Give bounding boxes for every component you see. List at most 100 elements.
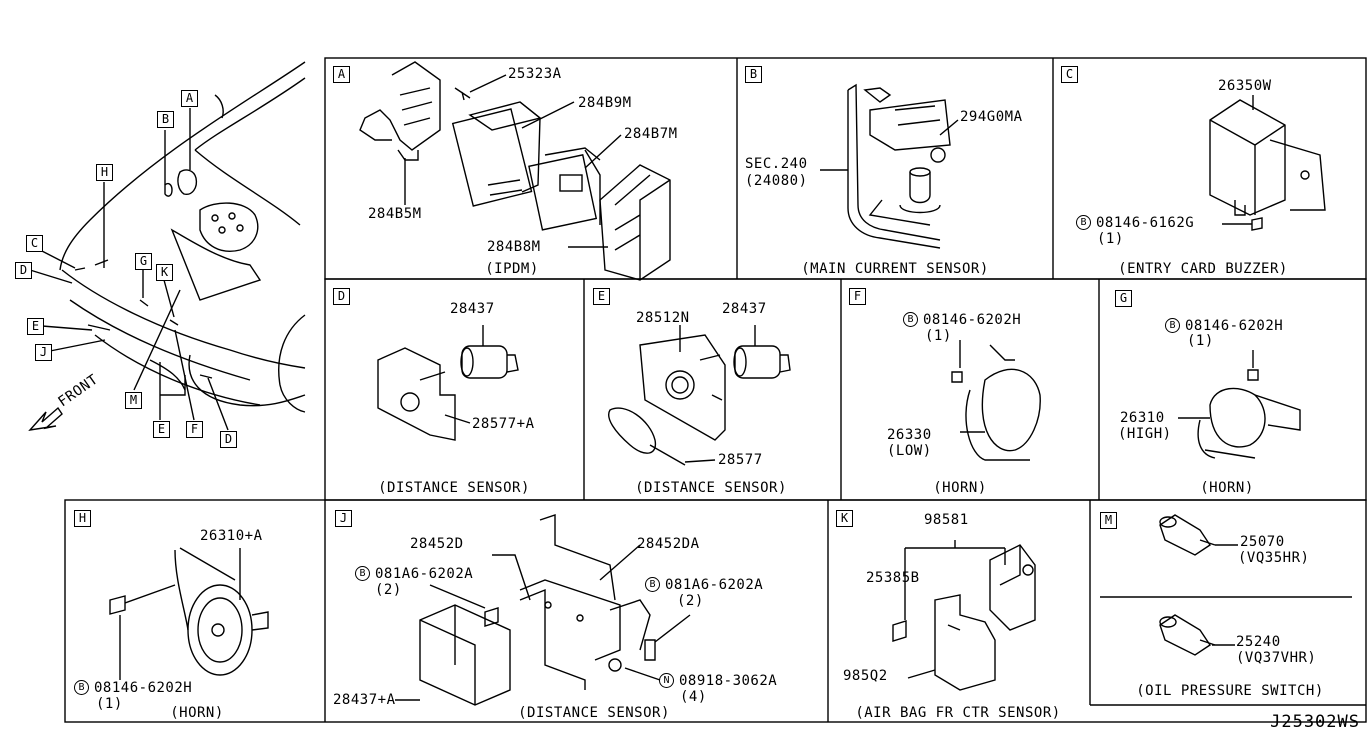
part-number[interactable]: 28577: [718, 452, 763, 468]
engine-variant: (VQ37VHR): [1236, 650, 1317, 666]
part-number[interactable]: 28437: [722, 301, 767, 317]
part-number[interactable]: 294G0MA: [960, 109, 1023, 125]
bolt-mark-icon: B: [355, 566, 370, 581]
part-number[interactable]: 28577+A: [472, 416, 535, 432]
section-reference[interactable]: SEC.240: [745, 156, 808, 172]
part-number[interactable]: 25070: [1240, 534, 1285, 550]
panel-borders: [64, 57, 1367, 723]
part-number[interactable]: 08918-3062A: [679, 673, 778, 689]
part-number[interactable]: 26330: [887, 427, 932, 443]
part-number[interactable]: 284B5M: [368, 206, 422, 222]
panel-k-caption: (AIR BAG FR CTR SENSOR): [855, 705, 1061, 721]
panel-f-letter: F: [849, 288, 866, 305]
quantity: (1): [1187, 333, 1214, 349]
part-number[interactable]: 08146-6202H: [94, 680, 193, 696]
quantity: (2): [677, 593, 704, 609]
part-number[interactable]: 08146-6162G: [1096, 215, 1195, 231]
main-current-sensor-drawing: [820, 83, 959, 249]
bolt-mark-icon: B: [903, 312, 918, 327]
part-number[interactable]: 28452DA: [637, 536, 700, 552]
overview-tag-d[interactable]: D: [15, 262, 32, 279]
part-number[interactable]: 081A6-6202A: [375, 566, 474, 582]
overview-tag-m[interactable]: M: [125, 392, 142, 409]
panel-m-letter: M: [1100, 512, 1117, 529]
horn-a-drawing: [109, 547, 269, 680]
panel-h-caption: (HORN): [170, 705, 224, 721]
part-number[interactable]: 26310+A: [200, 528, 263, 544]
part-variant: (HIGH): [1118, 426, 1172, 442]
panel-a-letter: A: [333, 66, 350, 83]
quantity: (2): [375, 582, 402, 598]
overview-tag-d2[interactable]: D: [220, 431, 237, 448]
panel-b-letter: B: [745, 66, 762, 83]
part-number[interactable]: 98581: [924, 512, 969, 528]
panel-a-caption: (IPDM): [485, 261, 539, 277]
horn-high-drawing: [1178, 350, 1301, 459]
panel-e-caption: (DISTANCE SENSOR): [635, 480, 787, 496]
part-number[interactable]: 985Q2: [843, 668, 888, 684]
oil-pressure-switch-drawing: [1159, 514, 1238, 656]
nut-mark-icon: N: [659, 673, 674, 688]
overview-tag-e2[interactable]: E: [153, 421, 170, 438]
panel-j-letter: J: [335, 510, 352, 527]
distance-sensor-j-drawing: [395, 514, 691, 706]
panel-e-letter: E: [593, 288, 610, 305]
bolt-mark-icon: B: [1076, 215, 1091, 230]
part-number[interactable]: 25385B: [866, 570, 920, 586]
overview-tag-b[interactable]: B: [157, 111, 174, 128]
overview-tag-g[interactable]: G: [135, 253, 152, 270]
part-number[interactable]: 25323A: [508, 66, 562, 82]
quantity: (4): [680, 689, 707, 705]
panel-c-letter: C: [1061, 66, 1078, 83]
part-number[interactable]: 284B9M: [578, 95, 632, 111]
panel-d-letter: D: [333, 288, 350, 305]
ipdm-drawing: [359, 61, 671, 281]
part-variant: (LOW): [887, 443, 932, 459]
part-number[interactable]: 25240: [1236, 634, 1281, 650]
overview-tag-j[interactable]: J: [35, 344, 52, 361]
part-number[interactable]: 28452D: [410, 536, 464, 552]
distance-sensor-d-drawing: [377, 325, 519, 441]
bolt-mark-icon: B: [74, 680, 89, 695]
panel-b-caption: (MAIN CURRENT SENSOR): [801, 261, 989, 277]
overview-tag-f[interactable]: F: [186, 421, 203, 438]
part-number[interactable]: 28437: [450, 301, 495, 317]
panel-m-caption: (OIL PRESSURE SWITCH): [1136, 683, 1324, 699]
bolt-mark-icon: B: [1165, 318, 1180, 333]
panel-j-caption: (DISTANCE SENSOR): [518, 705, 670, 721]
overview-tag-h[interactable]: H: [96, 164, 113, 181]
overview-tag-a[interactable]: A: [181, 90, 198, 107]
panel-g-caption: (HORN): [1200, 480, 1254, 496]
diagram-code: J25302WS: [1270, 712, 1360, 732]
part-number[interactable]: 284B7M: [624, 126, 678, 142]
quantity: (1): [1097, 231, 1124, 247]
part-number[interactable]: 26310: [1120, 410, 1165, 426]
panel-h-letter: H: [74, 510, 91, 527]
part-number[interactable]: 08146-6202H: [1185, 318, 1284, 334]
panel-d-caption: (DISTANCE SENSOR): [378, 480, 530, 496]
overview-tag-k[interactable]: K: [156, 264, 173, 281]
panel-k-letter: K: [836, 510, 853, 527]
entry-card-buzzer-drawing: [1209, 95, 1326, 231]
part-number[interactable]: 26350W: [1218, 78, 1272, 94]
overview-tag-e[interactable]: E: [27, 318, 44, 335]
quantity: (1): [925, 328, 952, 344]
engine-variant: (VQ35HR): [1238, 550, 1310, 566]
part-number[interactable]: 28437+A: [333, 692, 396, 708]
overview-tag-c[interactable]: C: [26, 235, 43, 252]
panel-f-caption: (HORN): [933, 480, 987, 496]
part-number[interactable]: 08146-6202H: [923, 312, 1022, 328]
part-number[interactable]: 28512N: [636, 310, 690, 326]
part-number[interactable]: 284B8M: [487, 239, 541, 255]
section-reference-code: (24080): [745, 173, 808, 189]
panel-c-caption: (ENTRY CARD BUZZER): [1118, 261, 1288, 277]
part-number[interactable]: 081A6-6202A: [665, 577, 764, 593]
panel-g-letter: G: [1115, 290, 1132, 307]
horn-low-drawing: [951, 340, 1041, 461]
quantity: (1): [96, 696, 123, 712]
bolt-mark-icon: B: [645, 577, 660, 592]
car-overview-drawing: [28, 61, 306, 431]
distance-sensor-e-drawing: [608, 325, 791, 466]
